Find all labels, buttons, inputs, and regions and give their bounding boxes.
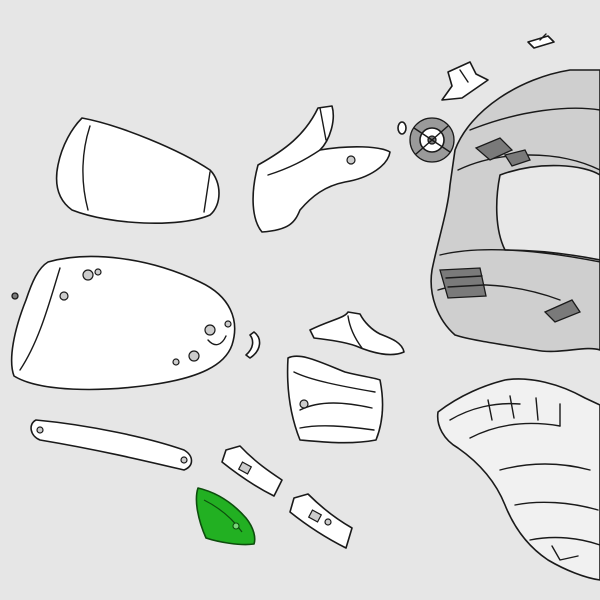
- breath-guard[interactable]: [309, 311, 405, 356]
- curved-clip[interactable]: [245, 331, 261, 359]
- inner-liner[interactable]: [436, 378, 600, 581]
- small-pin[interactable]: [11, 292, 19, 300]
- cheek-pad-upper[interactable]: [252, 105, 391, 233]
- rear-spoiler[interactable]: [441, 61, 489, 101]
- chin-curtain[interactable]: [195, 487, 256, 546]
- small-screw[interactable]: [397, 121, 407, 135]
- visor-ratchet-mechanism[interactable]: [409, 117, 455, 163]
- tinted-visor[interactable]: [55, 117, 220, 225]
- helmet-shell[interactable]: [430, 69, 600, 353]
- shield-rail-plate[interactable]: [30, 419, 193, 471]
- chin-vent-icon: [439, 267, 487, 299]
- face-shield[interactable]: [10, 255, 236, 391]
- shield-pivot-holes: [59, 268, 232, 366]
- cheek-pad-lower[interactable]: [286, 355, 384, 444]
- top-vent-clip[interactable]: [527, 33, 555, 49]
- chin-strap-tab-upper[interactable]: [221, 445, 283, 497]
- chin-strap-tab-lower[interactable]: [289, 493, 353, 549]
- vent-top-icon: [474, 137, 531, 167]
